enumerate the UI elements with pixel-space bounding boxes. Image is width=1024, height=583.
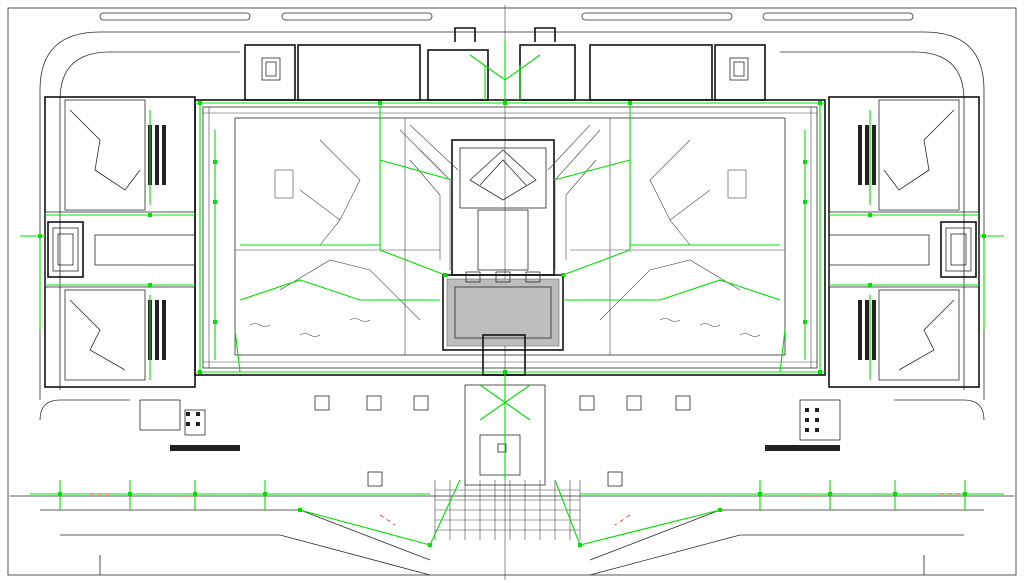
water-feature bbox=[249, 318, 761, 337]
west-wing bbox=[44, 96, 196, 388]
red-survey-markers bbox=[90, 493, 960, 526]
east-wing bbox=[828, 96, 980, 388]
south-plaza bbox=[10, 384, 1014, 576]
central-court bbox=[442, 139, 564, 376]
drainage-pipe-network bbox=[20, 40, 1004, 547]
